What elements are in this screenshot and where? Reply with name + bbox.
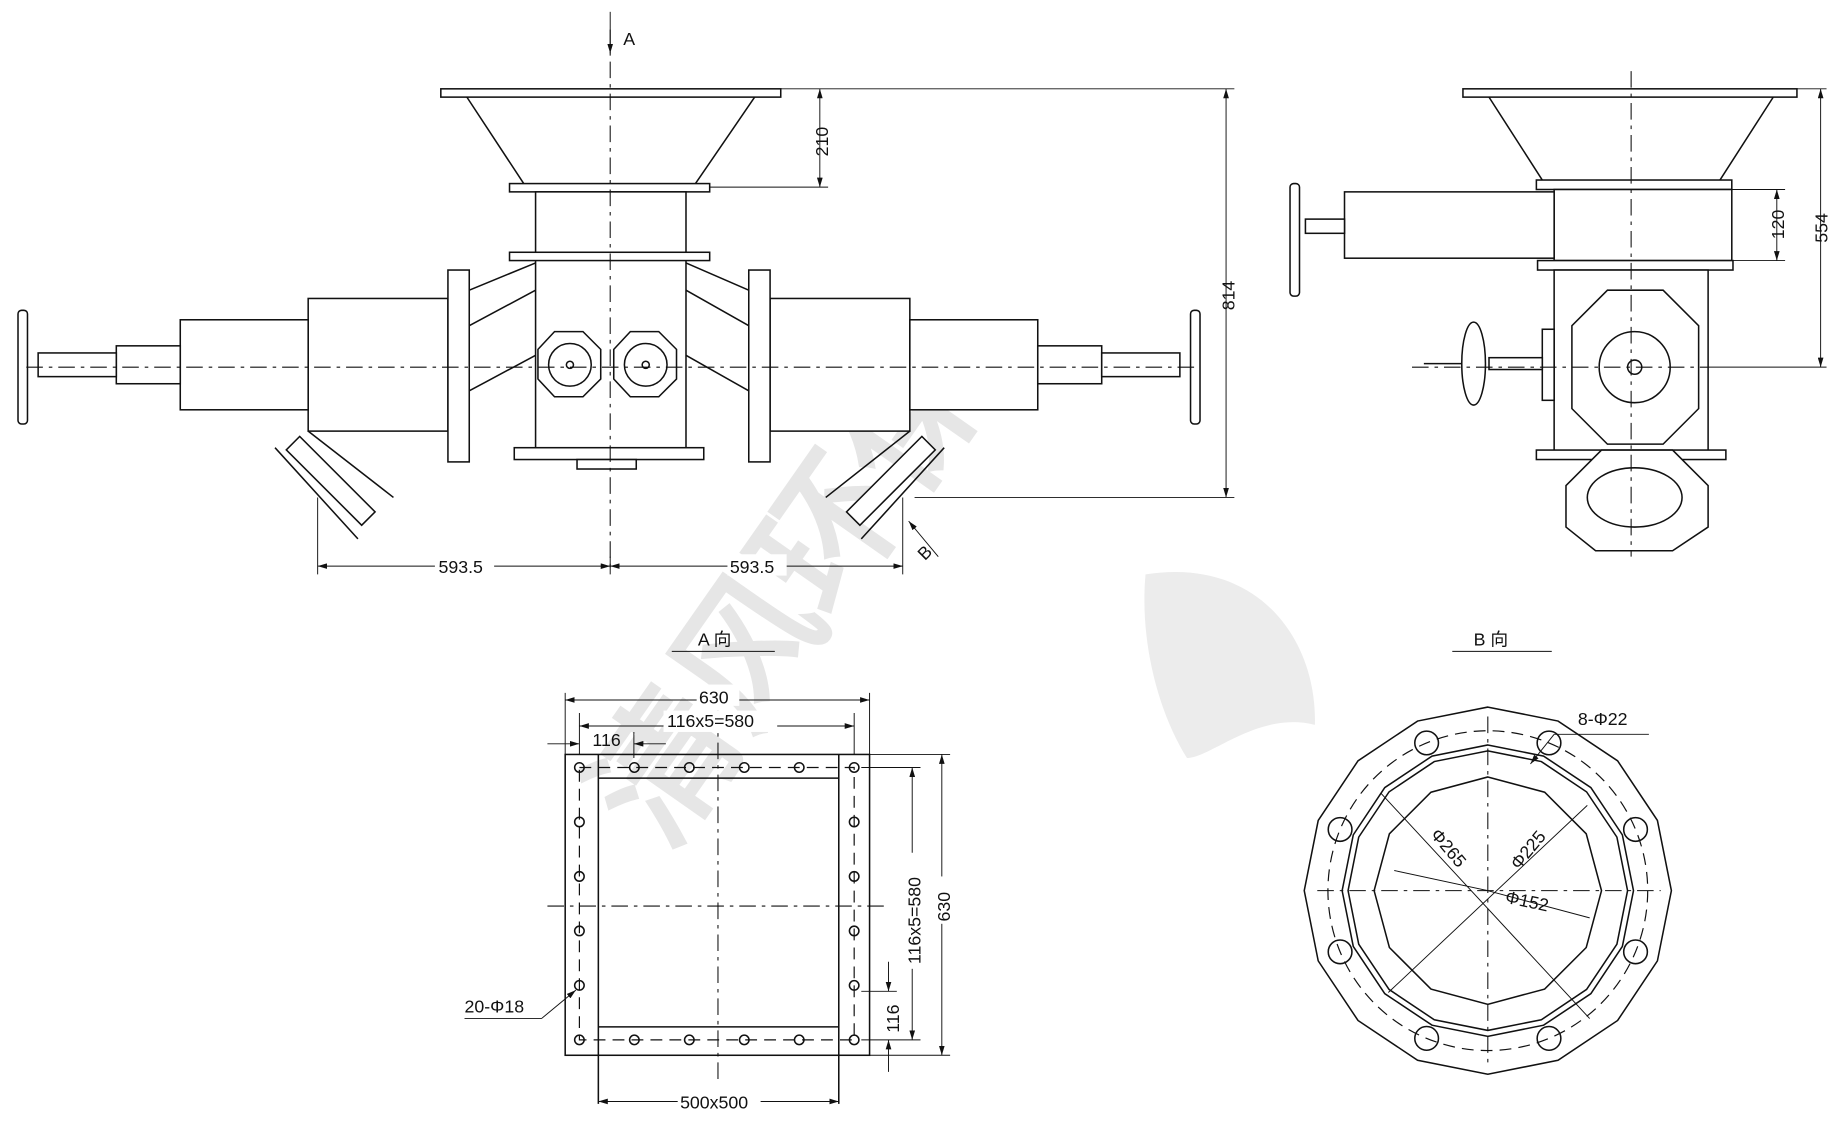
svg-text:210: 210 <box>812 127 832 157</box>
flange-outline <box>1303 706 1673 1076</box>
bolt-hole <box>573 1034 585 1046</box>
svg-text:593.5: 593.5 <box>730 557 775 577</box>
bolt-hole <box>793 761 805 773</box>
side-view: 120 554 <box>1289 71 1832 557</box>
svg-text:116x5=580: 116x5=580 <box>667 711 754 731</box>
svg-text:Φ265: Φ265 <box>1427 825 1471 871</box>
bolt-hole <box>573 816 585 828</box>
bolt-hole <box>1414 1025 1440 1051</box>
svg-text:554: 554 <box>1812 213 1832 243</box>
svg-text:Φ225: Φ225 <box>1506 827 1550 873</box>
svg-text:8-Φ22: 8-Φ22 <box>1578 709 1628 729</box>
bolt-hole <box>848 816 860 828</box>
bolt-hole <box>628 761 640 773</box>
svg-text:116x5=580: 116x5=580 <box>905 877 925 964</box>
rotary-valve-icon <box>537 330 678 398</box>
bolt-hole <box>848 870 860 882</box>
bolt-hole <box>848 925 860 937</box>
view-b: B 向 8-Φ22 Φ265 Φ225 Φ152 <box>1303 629 1673 1076</box>
bolt-hole <box>848 761 860 773</box>
bolt-hole <box>573 979 585 991</box>
svg-text:B: B <box>914 541 937 564</box>
svg-text:B 向: B 向 <box>1474 629 1509 649</box>
bolt-hole <box>573 870 585 882</box>
svg-text:A: A <box>623 29 635 49</box>
svg-text:116: 116 <box>592 730 620 750</box>
svg-text:20-Φ18: 20-Φ18 <box>465 997 525 1017</box>
bolt-hole <box>1622 816 1649 843</box>
svg-text:814: 814 <box>1218 281 1238 311</box>
bolt-hole <box>738 1034 750 1046</box>
svg-text:500x500: 500x500 <box>680 1093 748 1113</box>
front-view: A B 593.5 593.5 210 814 <box>17 11 1238 577</box>
bolt-hole <box>848 1034 860 1046</box>
bolt-hole <box>1536 730 1562 756</box>
svg-text:593.5: 593.5 <box>438 557 483 577</box>
svg-text:A 向: A 向 <box>698 629 732 649</box>
bolt-hole <box>1327 939 1353 965</box>
bolt-hole <box>1536 1025 1562 1051</box>
bolt-hole <box>573 761 585 773</box>
bolt-hole <box>1414 730 1440 756</box>
svg-text:116: 116 <box>883 1004 903 1032</box>
svg-text:630: 630 <box>934 892 954 922</box>
svg-text:120: 120 <box>1768 210 1788 240</box>
view-a: A 向 630 116x5=580 116 630 116x5=580 116 … <box>464 629 954 1113</box>
bolt-hole <box>848 979 860 991</box>
bolt-hole <box>1327 816 1353 843</box>
bolt-hole <box>738 761 750 773</box>
bolt-hole <box>793 1034 805 1046</box>
bolt-hole <box>628 1034 640 1046</box>
bolt-hole <box>683 1034 695 1046</box>
svg-text:630: 630 <box>699 688 729 708</box>
bolt-hole <box>683 761 695 773</box>
bolt-hole <box>573 925 585 937</box>
bolt-hole <box>1622 939 1649 965</box>
